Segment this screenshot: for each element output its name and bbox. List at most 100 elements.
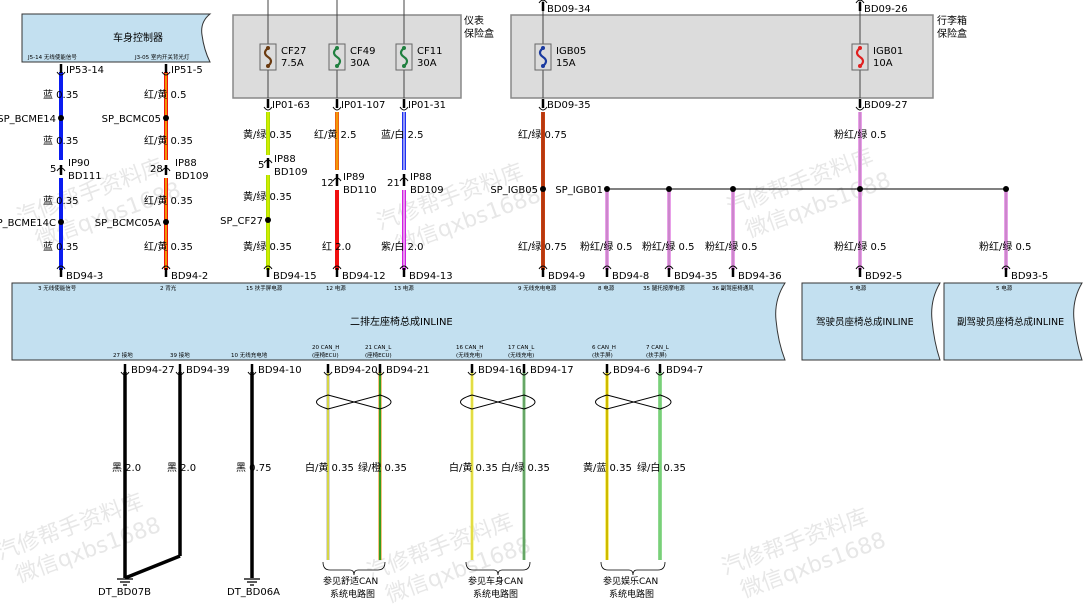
- connector-terminal-icon: [602, 265, 612, 277]
- reference-label[interactable]: 参见车身CAN: [468, 575, 523, 587]
- fuse-igb05[interactable]: IGB05 15A: [534, 43, 586, 71]
- wire-spec: 红/黄 0.35: [144, 134, 193, 147]
- rear-left-seat-bottom-pins: 27 接地 39 接地 10 无线充电地 20 CAN_H (座椅ECU) 21…: [113, 345, 670, 359]
- wire-spec: 红/黄 2.5: [314, 128, 356, 141]
- fuse-rating: 30A: [350, 58, 370, 69]
- connector-terminal-icon: [519, 364, 529, 376]
- reference-label[interactable]: 参见舒适CAN: [323, 575, 378, 587]
- wire-spec: 黄/绿 0.35: [243, 240, 292, 253]
- reference-label[interactable]: 系统电路图: [473, 588, 518, 600]
- inline-pin: 5: [50, 164, 56, 175]
- inline-connector: BD110: [343, 185, 377, 196]
- fuse-cf27[interactable]: CF27 7.5A: [259, 43, 306, 71]
- ground-icon: [244, 578, 260, 586]
- connector-terminal-icon: [56, 265, 66, 277]
- wire-spec: 粉红/绿 0.5: [834, 128, 886, 141]
- splice-dot: [265, 217, 271, 223]
- bcm-pin-label: J3-05 室内开关背光灯: [134, 53, 190, 61]
- fuse-cf49[interactable]: CF49 30A: [328, 43, 375, 71]
- wire-pink-green-igb01[interactable]: [605, 0, 1008, 270]
- connector-label: BD09-26: [864, 4, 908, 15]
- wire-spec: 黑 2.0: [112, 462, 141, 474]
- connector-terminal-icon: [538, 0, 548, 11]
- pin-label: 10 无线充电地: [231, 351, 268, 359]
- wire-spec: 黑 2.0: [167, 462, 196, 474]
- rear-left-seat-component[interactable]: 二排左座椅总成INLINE: [11, 282, 786, 361]
- pin-label: 7 CAN_L: [646, 345, 670, 351]
- inline-connector: BD109: [175, 171, 209, 182]
- splice-dot: [730, 186, 736, 192]
- inline-connector: IP90: [68, 158, 90, 169]
- bcm-component[interactable]: 车身控制器 J5-14 无线使能信号 J3-05 室内开关背光灯: [21, 13, 212, 63]
- inline-connector: IP88: [410, 172, 432, 183]
- connector-label: BD94-16: [478, 365, 522, 376]
- pin-label: 39 接地: [170, 351, 190, 359]
- fuse-igb01[interactable]: IGB01 10A: [851, 43, 903, 71]
- connector-terminal-icon: [161, 64, 171, 76]
- fuse-id: CF27: [281, 46, 306, 57]
- wire-black-ground[interactable]: [123, 372, 254, 580]
- connector-label: IP01-31: [408, 100, 446, 111]
- wire-spec: 粉红/绿 0.5: [705, 240, 757, 253]
- driver-seat-component[interactable]: 驾驶员座椅总成INLINE 5 电源: [801, 282, 941, 361]
- fuse-cf11[interactable]: CF11 30A: [395, 43, 442, 71]
- connector-label: BD09-35: [547, 100, 591, 111]
- wire-spec: 紫/白 2.0: [381, 240, 423, 253]
- inline-pin: 21: [387, 178, 400, 189]
- connector-terminal-icon: [664, 265, 674, 277]
- connector-terminal-icon: [399, 265, 409, 277]
- twisted-pair-icon: [316, 394, 672, 410]
- wire-spec: 红/黄 0.35: [144, 240, 193, 253]
- splice-label: SP_BCME14C: [0, 218, 56, 229]
- wire-spec: 蓝 0.35: [43, 89, 78, 101]
- wire-spec: 黄/绿 0.35: [243, 190, 292, 203]
- connector-terminal-icon: [120, 364, 130, 376]
- splice-points: SP_BCME14 SP_BCME14C SP_BCMC05 SP_BCMC05…: [0, 114, 1009, 229]
- splice-dot: [58, 115, 64, 121]
- connector-label: BD94-17: [530, 365, 574, 376]
- wire-spec: 绿/橙 0.35: [358, 461, 407, 474]
- pin-label: (无线充电): [508, 351, 534, 359]
- reference-label[interactable]: 系统电路图: [330, 588, 375, 600]
- pin-label: 20 CAN_H: [312, 345, 339, 351]
- connector-label: BD94-10: [258, 365, 302, 376]
- connector-terminal-icon: [855, 265, 865, 277]
- fuse-rating: 10A: [873, 58, 893, 69]
- connector-label: BD93-5: [1011, 271, 1048, 282]
- pin-label: 3 无线使能信号: [38, 284, 77, 292]
- connector-label: BD94-21: [386, 365, 430, 376]
- reference-label[interactable]: 参见娱乐CAN: [603, 575, 658, 587]
- wire-spec: 粉红/绿 0.5: [580, 240, 632, 253]
- connector-terminal-icon: [538, 99, 548, 111]
- pin-label: 16 CAN_H: [456, 345, 483, 351]
- connector-label: BD94-39: [186, 365, 230, 376]
- fuse-id: IGB05: [556, 46, 586, 57]
- wire-can-entertainment[interactable]: [605, 372, 662, 560]
- connector-terminal-icon: [728, 265, 738, 277]
- passenger-seat-component[interactable]: 副驾驶员座椅总成INLINE 5 电源: [943, 282, 1083, 361]
- trunk-fusebox-name: 保险盒: [937, 27, 967, 40]
- reference-brace-icon: [322, 561, 666, 576]
- wire-spec: 白/黄 0.35: [305, 461, 354, 474]
- connector-label: BD92-5: [865, 271, 902, 282]
- splice-dot: [540, 186, 546, 192]
- rear-left-seat-title: 二排左座椅总成INLINE: [350, 315, 453, 328]
- connector-label: BD94-36: [738, 271, 782, 282]
- pin-label: 2 背光: [160, 284, 177, 292]
- inline-connector: BD109: [274, 167, 308, 178]
- wire-spec: 红/绿 0.75: [518, 128, 567, 141]
- wire-spec: 红/黄 0.5: [144, 88, 186, 101]
- fuse-rating: 7.5A: [281, 58, 304, 69]
- inline-connector: BD111: [68, 171, 102, 182]
- connector-terminal-icon: [855, 99, 865, 111]
- wire-spec: 粉红/绿 0.5: [834, 240, 886, 253]
- fuse-id: IGB01: [873, 46, 903, 57]
- connector-label: BD94-8: [612, 271, 649, 282]
- wire-can-comfort[interactable]: [326, 372, 382, 560]
- pin-label: (座椅ECU): [365, 351, 392, 359]
- connector-label: BD94-9: [548, 271, 585, 282]
- wire-can-body[interactable]: [470, 372, 526, 560]
- reference-label[interactable]: 系统电路图: [609, 588, 654, 600]
- inline-connector: IP88: [175, 158, 197, 169]
- driver-seat-pin: 5 电源: [850, 284, 867, 292]
